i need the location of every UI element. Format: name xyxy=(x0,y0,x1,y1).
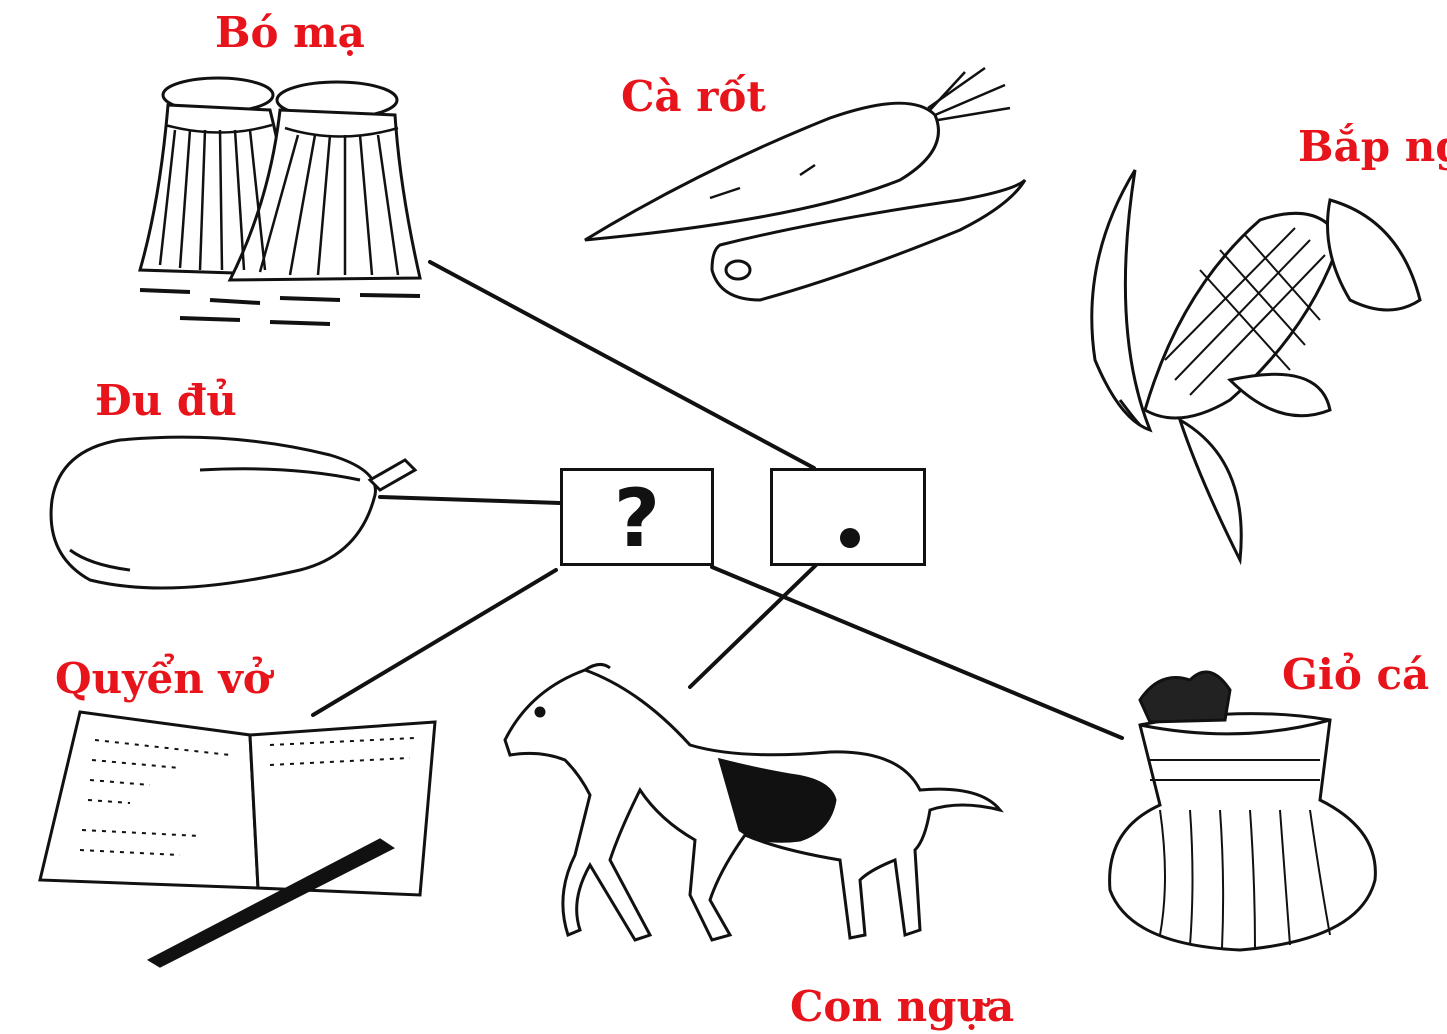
label-quyen-vo: Quyển vở xyxy=(55,658,271,700)
dot-box xyxy=(770,468,926,566)
notebook-illustration xyxy=(40,712,435,966)
label-du-du: Đu đủ xyxy=(95,380,237,422)
rice-seedling-bundle-illustration xyxy=(140,78,420,324)
fish-basket-illustration xyxy=(1110,672,1376,950)
line-quyen-vo xyxy=(313,570,556,715)
label-gio-ca: Giỏ cá xyxy=(1282,654,1429,696)
papaya-illustration xyxy=(51,437,415,588)
label-ca-rot: Cà rốt xyxy=(621,76,766,118)
label-con-ngua: Con ngựa xyxy=(790,986,1014,1028)
line-du-du xyxy=(380,497,560,503)
line-gio-ca xyxy=(712,567,1122,738)
connector-lines xyxy=(313,262,1122,738)
corn-illustration xyxy=(1092,170,1420,560)
label-bap-ngo: Bắp ng xyxy=(1298,126,1447,168)
dot-mark xyxy=(773,471,923,563)
horse-illustration xyxy=(505,664,1000,940)
label-bo-ma: Bó mạ xyxy=(215,12,365,54)
question-box: ? xyxy=(560,468,714,566)
question-mark: ? xyxy=(563,479,711,559)
